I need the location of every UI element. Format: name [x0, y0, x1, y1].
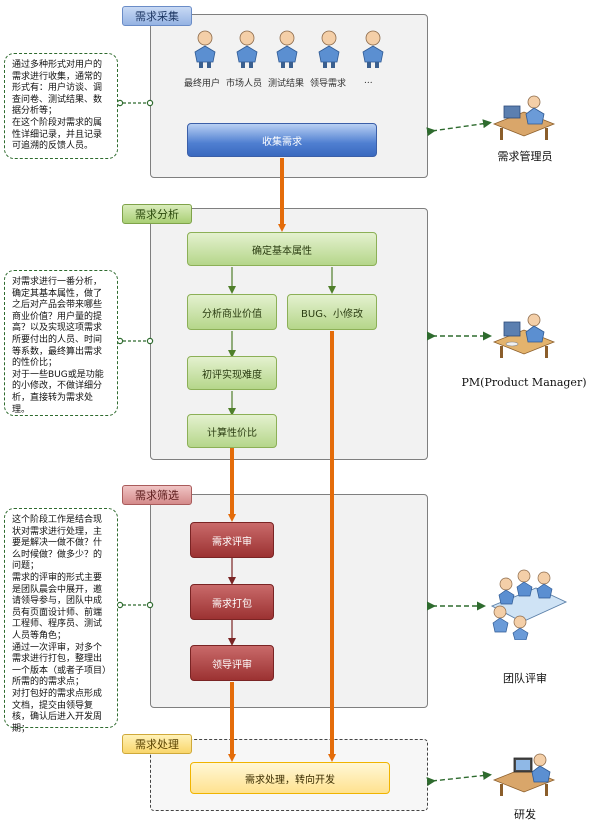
calc-cost-performance-node: 计算性价比	[187, 414, 277, 448]
requirement-package-node: 需求打包	[190, 584, 274, 620]
person-icon	[362, 30, 384, 68]
collect-requirements-node: 收集需求	[187, 123, 377, 157]
analyze-business-value-node: 分析商业价值	[187, 294, 277, 330]
role-label-development: 研发	[514, 808, 536, 821]
source-label-market: 市场人员	[226, 79, 263, 89]
process-requirement-node: 需求处理，转向开发	[190, 762, 390, 794]
process-role-connector	[426, 771, 492, 787]
meeting-table-icon	[490, 569, 568, 640]
desk-worker-icon	[492, 313, 556, 358]
source-label-more: ...	[364, 76, 373, 86]
collect-role-connector	[426, 119, 492, 137]
analysis-stage-tab: 需求分析	[122, 204, 192, 224]
filter-stage-tab: 需求筛选	[122, 485, 192, 505]
leader-review-node: 领导评审	[190, 645, 274, 681]
person-icon	[194, 30, 216, 68]
desk-worker-icon	[492, 95, 556, 140]
source-label-test-result: 测试结果	[268, 79, 305, 89]
bug-minor-change-node: BUG、小修改	[287, 294, 377, 330]
person-icon	[236, 30, 258, 68]
source-label-leader: 领导需求	[310, 79, 347, 89]
filter-note: 这个阶段工作是结合现状对需求进行处理，主要是解决一做不做？什么时候做？做多少？的…	[4, 508, 118, 734]
role-label-pm: PM(Product Manager)	[461, 376, 587, 389]
source-label-end-user: 最终用户	[184, 79, 221, 89]
person-icon	[318, 30, 340, 68]
desk-worker-icon	[492, 753, 556, 796]
estimate-difficulty-node: 初评实现难度	[187, 356, 277, 390]
process-stage-tab: 需求处理	[122, 734, 192, 754]
collect-note: 通过多种形式对用户的需求进行收集，通常的形式有：用户访谈、调查问卷、测试结果、数…	[4, 53, 118, 159]
requirement-review-node: 需求评审	[190, 522, 274, 558]
determine-attributes-node: 确定基本属性	[187, 232, 377, 266]
analysis-note: 对需求进行一番分析，确定其基本属性，做了之后对产品会带来哪些商业价值？用户量的提…	[4, 270, 118, 416]
role-label-team-review: 团队评审	[503, 672, 547, 685]
collect-stage-tab: 需求采集	[122, 6, 192, 26]
role-label-requirement-manager: 需求管理员	[497, 150, 553, 163]
person-icon	[276, 30, 298, 68]
